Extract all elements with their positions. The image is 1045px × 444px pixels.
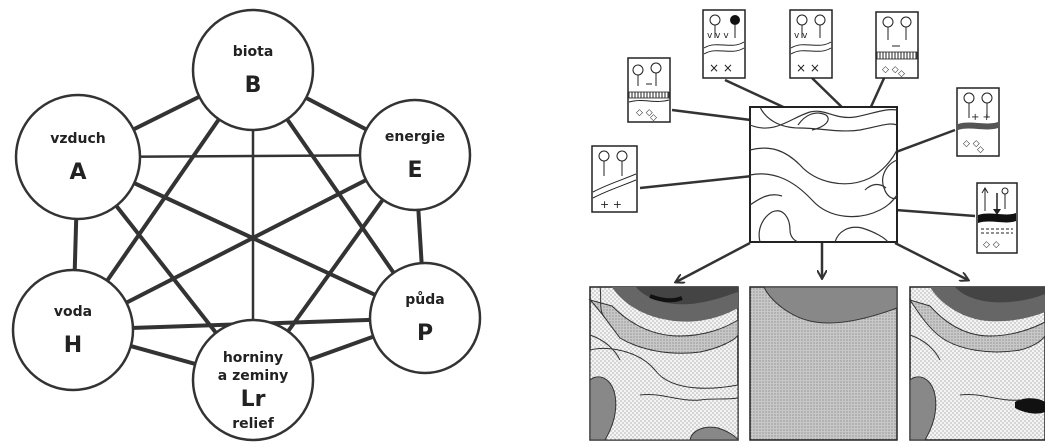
node-letter: A [69,160,86,185]
node-circle [11,268,135,392]
svg-text:◇: ◇ [898,69,905,79]
node-letter: B [245,73,262,98]
svg-text:+ +: + + [600,198,622,211]
node-label: biota [233,44,274,60]
edge-E-H [72,153,416,332]
svg-text:+ +: + + [971,112,991,123]
svg-text:◇: ◇ [977,145,984,155]
profile-card-7: ◇ ◇ [976,182,1018,254]
svg-text:× ×: × × [796,61,820,75]
output-map-3 [908,286,1045,441]
node-circle [358,98,472,212]
landscape-figure: ◇ ◇◇ v v v × × v v × × ◇ ◇◇ [588,9,1045,441]
svg-text:◇ ◇: ◇ ◇ [983,240,1000,250]
node-label: energie [385,129,445,145]
profile-card-4: ◇ ◇◇ [875,11,919,79]
node-letter: H [64,333,82,358]
output-map-2 [749,286,898,441]
node-sublabel: relief [232,416,274,432]
node-circle [191,318,315,442]
svg-text:v v: v v [794,31,808,41]
profile-card-2: v v v × × [702,9,746,79]
svg-text:× ×: × × [709,61,733,75]
node-circle [191,8,315,132]
profile-card-6: + + [591,145,638,213]
profile-card-1: ◇ ◇◇ [627,57,671,123]
profile-card-3: v v × × [789,9,833,79]
node-circle [14,93,142,221]
svg-text:v v v: v v v [707,31,729,41]
central-landscape-map [749,106,898,243]
profile-card-5: + + ◇ ◇◇ [956,87,1000,157]
node-label: voda [54,304,92,320]
node-letter: Lr [241,387,266,412]
svg-text:◇ ◇: ◇ ◇ [963,139,980,149]
node-label: a zeminy [218,368,288,384]
node-label: horniny [223,350,283,366]
node-letter: E [407,158,422,183]
output-map-1 [588,286,739,441]
svg-text:◇ ◇: ◇ ◇ [882,65,899,75]
svg-text:◇: ◇ [650,113,657,123]
node-label: vzduch [50,131,106,147]
output-arrows [676,241,968,282]
node-letter: P [417,321,433,346]
node-circle [368,261,482,375]
svg-text:◇ ◇: ◇ ◇ [636,108,653,118]
node-label: půda [405,291,444,308]
